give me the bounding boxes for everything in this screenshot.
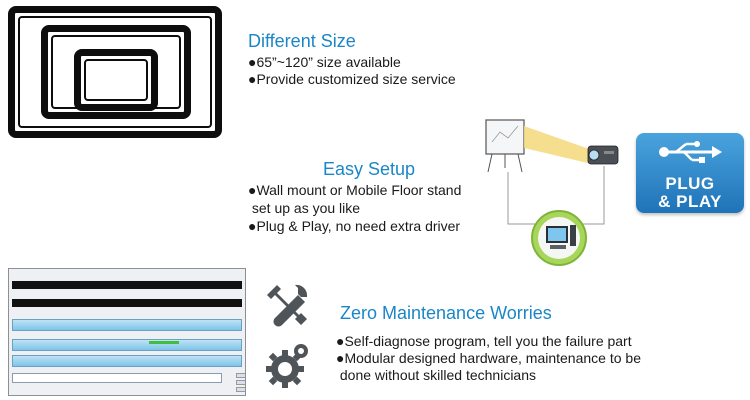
different-size-line-1: ●65”~120” size available <box>248 54 401 70</box>
projector-icon <box>587 145 619 165</box>
different-size-line-2: ●Provide customized size service <box>248 71 456 87</box>
easy-setup-heading: Easy Setup <box>323 159 416 179</box>
size-frame-small <box>74 49 158 111</box>
plug-label: PLUG <box>665 174 715 193</box>
diagnostic-software-screenshot <box>8 268 246 396</box>
wrench-screwdriver-icon <box>267 284 308 327</box>
whiteboard-icon <box>485 119 525 173</box>
zero-maintenance-line-2: ●Modular designed hardware, maintenance … <box>336 350 641 366</box>
easy-setup-line-3: ●Plug & Play, no need extra driver <box>248 218 461 234</box>
easy-setup-line-2: set up as you like <box>248 200 361 216</box>
different-size-heading: Different Size <box>248 31 356 51</box>
size-frame-medium <box>41 25 191 119</box>
usb-icon <box>659 141 722 163</box>
setup-illustration <box>485 119 619 266</box>
zero-maintenance-line-1: ●Self-diagnose program, tell you the fai… <box>336 333 632 349</box>
play-label: & PLAY <box>658 192 722 211</box>
zero-maintenance-heading: Zero Maintenance Worries <box>340 303 552 323</box>
computer-icon <box>531 210 587 266</box>
zero-maintenance-line-3: done without skilled technicians <box>336 367 537 383</box>
easy-setup-line-1: ●Wall mount or Mobile Floor stand <box>248 182 462 198</box>
plug-play-badge: PLUG & PLAY <box>636 133 744 213</box>
gears-icon <box>266 344 308 388</box>
